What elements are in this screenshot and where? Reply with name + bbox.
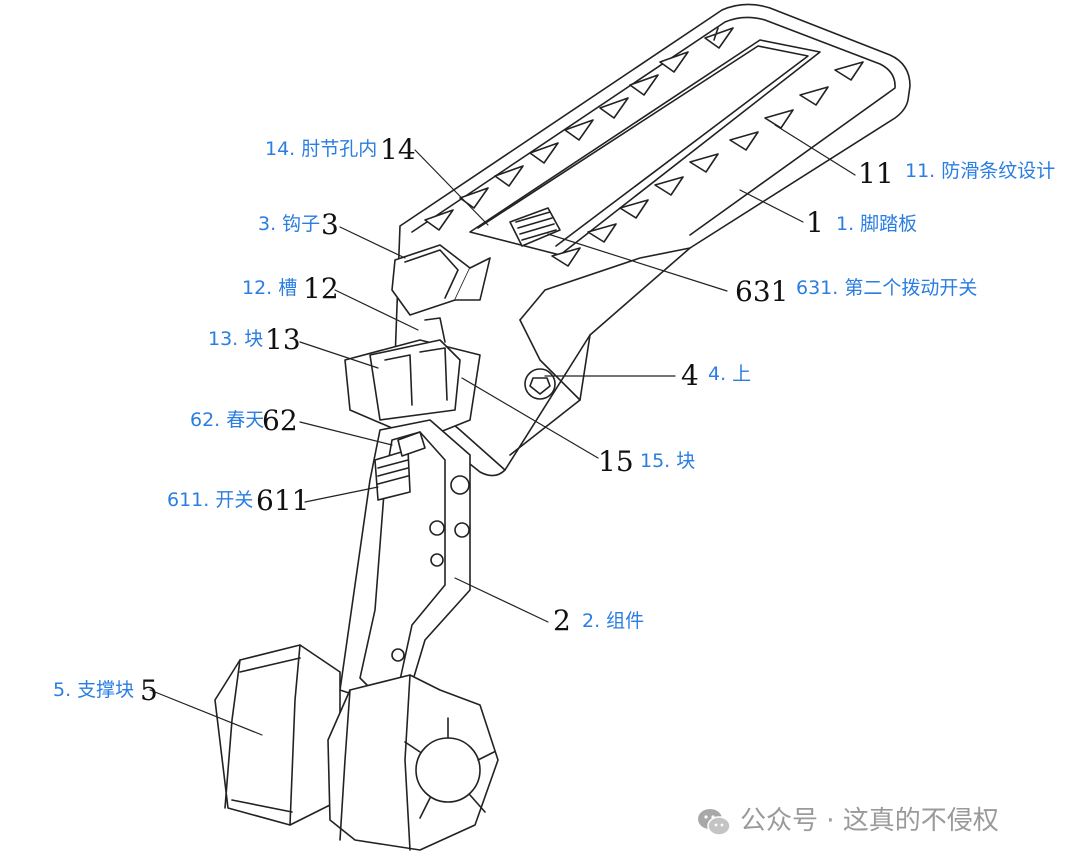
number-611: 611 xyxy=(256,484,310,517)
watermark-text: 公众号 · 这真的不侵权 xyxy=(740,806,999,836)
label-2: 2. 组件 xyxy=(582,610,645,632)
label-12: 12. 槽 xyxy=(242,277,298,299)
number-13: 13 xyxy=(265,323,301,356)
label-15: 15. 块 xyxy=(640,450,696,472)
anti-slip-pattern xyxy=(424,27,864,267)
support-block-right xyxy=(327,674,499,851)
bolt-head xyxy=(524,368,556,400)
label-611: 611. 开关 xyxy=(167,489,254,511)
label-13: 13. 块 xyxy=(208,328,264,350)
number-12: 12 xyxy=(303,272,339,305)
support-block-left xyxy=(214,644,341,826)
label-3: 3. 钩子 xyxy=(258,213,321,235)
number-631: 631 xyxy=(735,275,789,308)
label-4: 4. 上 xyxy=(708,363,752,385)
label-11: 11. 防滑条纹设计 xyxy=(905,160,1056,182)
label-14: 14. 肘节孔内 xyxy=(265,138,378,160)
label-1: 1. 脚踏板 xyxy=(836,213,918,235)
wechat-icon xyxy=(698,809,731,836)
number-5: 5 xyxy=(140,674,158,707)
number-2: 2 xyxy=(553,604,571,637)
label-5: 5. 支撑块 xyxy=(53,679,135,701)
hook xyxy=(391,244,491,316)
label-631: 631. 第二个拨动开关 xyxy=(796,277,978,299)
number-14: 14 xyxy=(380,133,416,166)
number-1: 1 xyxy=(806,206,824,239)
number-4: 4 xyxy=(681,359,699,392)
number-3: 3 xyxy=(321,208,339,241)
label-62: 62. 春天 xyxy=(190,409,265,431)
number-15: 15 xyxy=(598,445,634,478)
number-11: 11 xyxy=(858,157,894,190)
arm-assembly xyxy=(339,419,471,701)
second-toggle-switch xyxy=(509,207,561,247)
slot-block xyxy=(344,317,481,441)
leader-lines xyxy=(149,124,856,736)
number-62: 62 xyxy=(262,404,298,437)
